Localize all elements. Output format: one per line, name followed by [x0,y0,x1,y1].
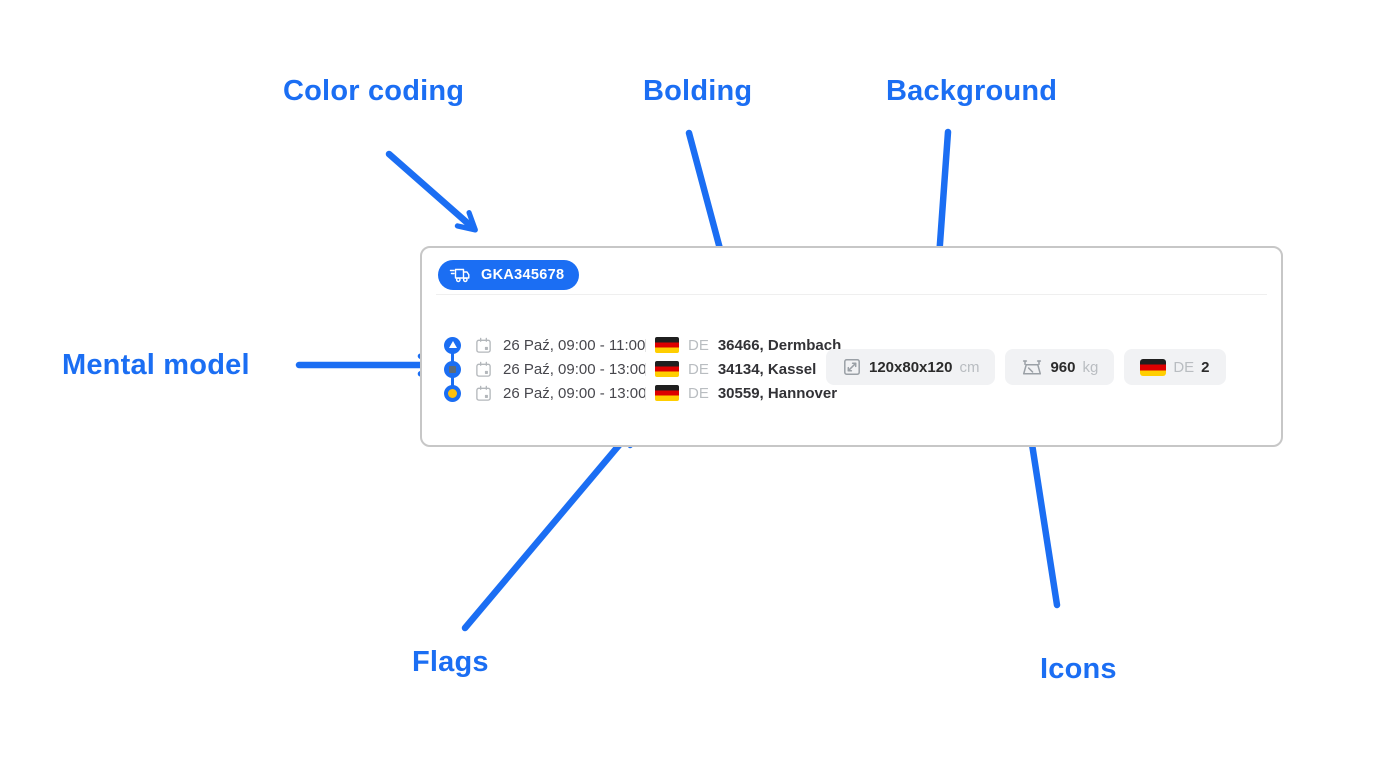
shipment-id: GKA345678 [481,267,565,283]
dimensions-unit: cm [959,358,980,376]
label-flags: Flags [412,646,489,678]
row-separator [645,386,646,400]
stop-address: 34134, Kassel [717,360,817,378]
stop-date: 26 Paź, 09:00 - 13:00 [503,360,647,378]
weight-value: 960 [1050,358,1076,376]
arrow-flags [461,425,637,632]
germany-flag-icon [655,361,679,377]
dimensions-icon [844,359,860,375]
stop-marker-icon [444,360,461,378]
label-mental-model: Mental model [62,349,250,381]
stop-row[interactable]: 26 Paź, 09:00 - 11:00 DE 36466, Dermbach [444,333,841,357]
pallets-country-code: DE [1173,358,1195,376]
pallets-count: 2 [1201,358,1210,376]
stops-list: 26 Paź, 09:00 - 11:00 DE 36466, Dermbach… [444,333,841,405]
scale-icon [1023,359,1042,375]
stop-date: 26 Paź, 09:00 - 13:00 [503,384,647,402]
country-code: DE [688,360,709,378]
germany-flag-icon [655,385,679,401]
stop-address: 36466, Dermbach [717,336,842,354]
stop-row[interactable]: 26 Paź, 09:00 - 13:00 DE 34134, Kassel [444,357,841,381]
calendar-icon [476,361,491,377]
arrow-color-coding [385,150,478,233]
weight-badge: 960 kg [1005,349,1115,385]
weight-unit: kg [1082,358,1099,376]
card-divider [436,294,1267,295]
calendar-icon [476,385,491,401]
germany-flag-icon [1140,358,1167,376]
destination-marker-icon [444,384,461,402]
pallets-badge: DE 2 [1124,349,1226,385]
dimensions-value: 120x80x120 [869,358,953,376]
truck-icon [449,268,470,282]
germany-flag-icon [655,337,679,353]
row-separator [645,338,646,352]
label-bolding: Bolding [643,75,753,107]
label-color-coding: Color coding [283,75,465,107]
country-code: DE [688,384,709,402]
stop-address: 30559, Hannover [717,384,838,402]
cargo-badges: 120x80x120 cm 960 kg DE 2 [826,349,1226,385]
shipment-card[interactable]: GKA345678 26 Paź, 09:00 - 11:00 DE 36466… [420,246,1283,447]
stop-date: 26 Paź, 09:00 - 11:00 [503,336,646,354]
label-icons: Icons [1040,653,1117,685]
stop-row[interactable]: 26 Paź, 09:00 - 13:00 DE 30559, Hannover [444,381,841,405]
row-separator [645,362,646,376]
dimensions-badge: 120x80x120 cm [826,349,996,385]
calendar-icon [476,337,491,353]
label-background: Background [886,75,1058,107]
pickup-marker-icon [444,336,461,354]
country-code: DE [688,336,709,354]
shipment-id-badge[interactable]: GKA345678 [438,260,580,290]
